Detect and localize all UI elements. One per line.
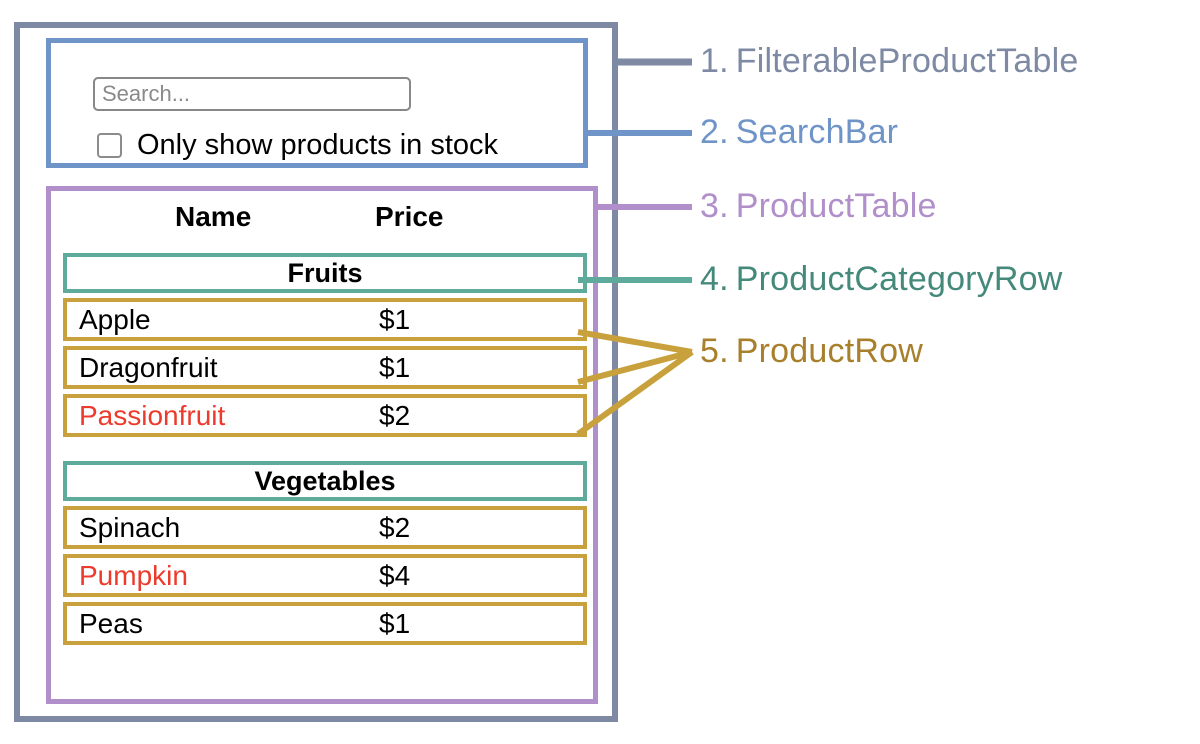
product-price: $1: [379, 351, 411, 383]
product-row: Dragonfruit $1: [63, 346, 587, 389]
annotation-1-label: FilterableProductTable: [735, 42, 1079, 80]
only-in-stock-checkbox[interactable]: [97, 133, 122, 158]
product-row: Passionfruit $2: [63, 394, 587, 437]
product-name: Spinach: [79, 511, 181, 543]
product-category-label: Vegetables: [254, 465, 396, 496]
product-table-header: Name Price: [51, 197, 593, 245]
annotation-3: 3.ProductTable: [700, 187, 937, 226]
only-in-stock-label: Only show products in stock: [137, 129, 499, 161]
product-price: $2: [379, 399, 411, 431]
product-row: Spinach $2: [63, 506, 587, 549]
annotation-4: 4.ProductCategoryRow: [700, 260, 1063, 299]
product-name: Pumpkin: [79, 559, 188, 591]
product-price: $1: [379, 303, 411, 335]
search-bar: Only show products in stock: [46, 38, 588, 168]
product-category-row: Fruits: [63, 253, 587, 293]
annotation-5-label: ProductRow: [735, 332, 923, 370]
product-category-row: Vegetables: [63, 461, 587, 501]
stock-filter-row[interactable]: Only show products in stock: [97, 131, 498, 160]
search-input[interactable]: [93, 77, 411, 111]
annotation-3-label: ProductTable: [735, 187, 937, 225]
product-row: Peas $1: [63, 602, 587, 645]
product-row: Apple $1: [63, 298, 587, 341]
annotation-1-index: 1.: [700, 42, 729, 80]
annotation-2-index: 2.: [700, 113, 729, 151]
product-category-label: Fruits: [287, 257, 363, 288]
product-row: Pumpkin $4: [63, 554, 587, 597]
annotation-4-label: ProductCategoryRow: [735, 260, 1063, 298]
column-header-price: Price: [375, 201, 444, 232]
annotation-3-index: 3.: [700, 187, 729, 225]
product-name: Apple: [79, 303, 151, 335]
product-price: $1: [379, 607, 411, 639]
annotation-4-index: 4.: [700, 260, 729, 298]
product-price: $2: [379, 511, 411, 543]
annotation-5-index: 5.: [700, 332, 729, 370]
product-name: Peas: [79, 607, 143, 639]
product-name: Passionfruit: [79, 399, 226, 431]
product-name: Dragonfruit: [79, 351, 218, 383]
column-header-name: Name: [175, 201, 252, 232]
product-price: $4: [379, 559, 411, 591]
annotation-2-label: SearchBar: [735, 113, 899, 151]
annotation-5: 5.ProductRow: [700, 332, 923, 371]
annotation-1: 1.FilterableProductTable: [700, 42, 1078, 81]
category-gap: [63, 437, 587, 461]
annotation-2: 2.SearchBar: [700, 113, 898, 152]
